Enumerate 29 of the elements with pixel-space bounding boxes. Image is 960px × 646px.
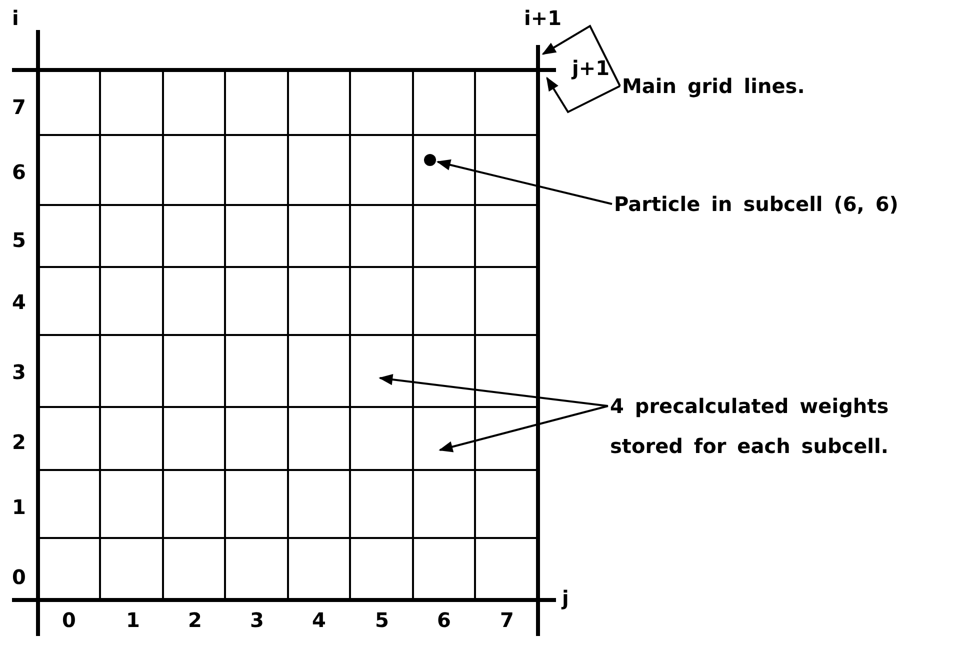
row-number: 6 <box>12 160 26 184</box>
callout-text: Particle in subcell (6, 6) <box>614 184 944 224</box>
column-number: 5 <box>375 608 389 632</box>
row-number: 4 <box>12 290 26 314</box>
column-number: 6 <box>437 608 451 632</box>
axis-label: i+1 <box>524 6 562 30</box>
row-number: 5 <box>12 228 26 252</box>
leader-line <box>438 405 608 452</box>
callout-text: Main grid lines. <box>622 66 852 106</box>
axis-label: j+1 <box>572 56 610 80</box>
row-number: 1 <box>12 495 26 519</box>
row-number: 7 <box>12 95 26 119</box>
column-number: 0 <box>62 608 76 632</box>
leader-line <box>542 24 621 86</box>
column-number: 3 <box>250 608 264 632</box>
column-number: 4 <box>312 608 326 632</box>
axis-label: j <box>562 586 569 610</box>
axis-label: i <box>12 6 19 30</box>
row-number: 3 <box>12 360 26 384</box>
callout-text: 4 precalculated weights stored for each subcell. <box>610 386 930 466</box>
leader-line <box>546 76 620 114</box>
leader-line <box>436 159 612 205</box>
row-number: 2 <box>12 430 26 454</box>
leader-line <box>378 374 608 407</box>
particle-dot <box>424 154 436 166</box>
column-number: 1 <box>126 608 140 632</box>
column-number: 7 <box>500 608 514 632</box>
column-number: 2 <box>188 608 202 632</box>
row-number: 0 <box>12 565 26 589</box>
